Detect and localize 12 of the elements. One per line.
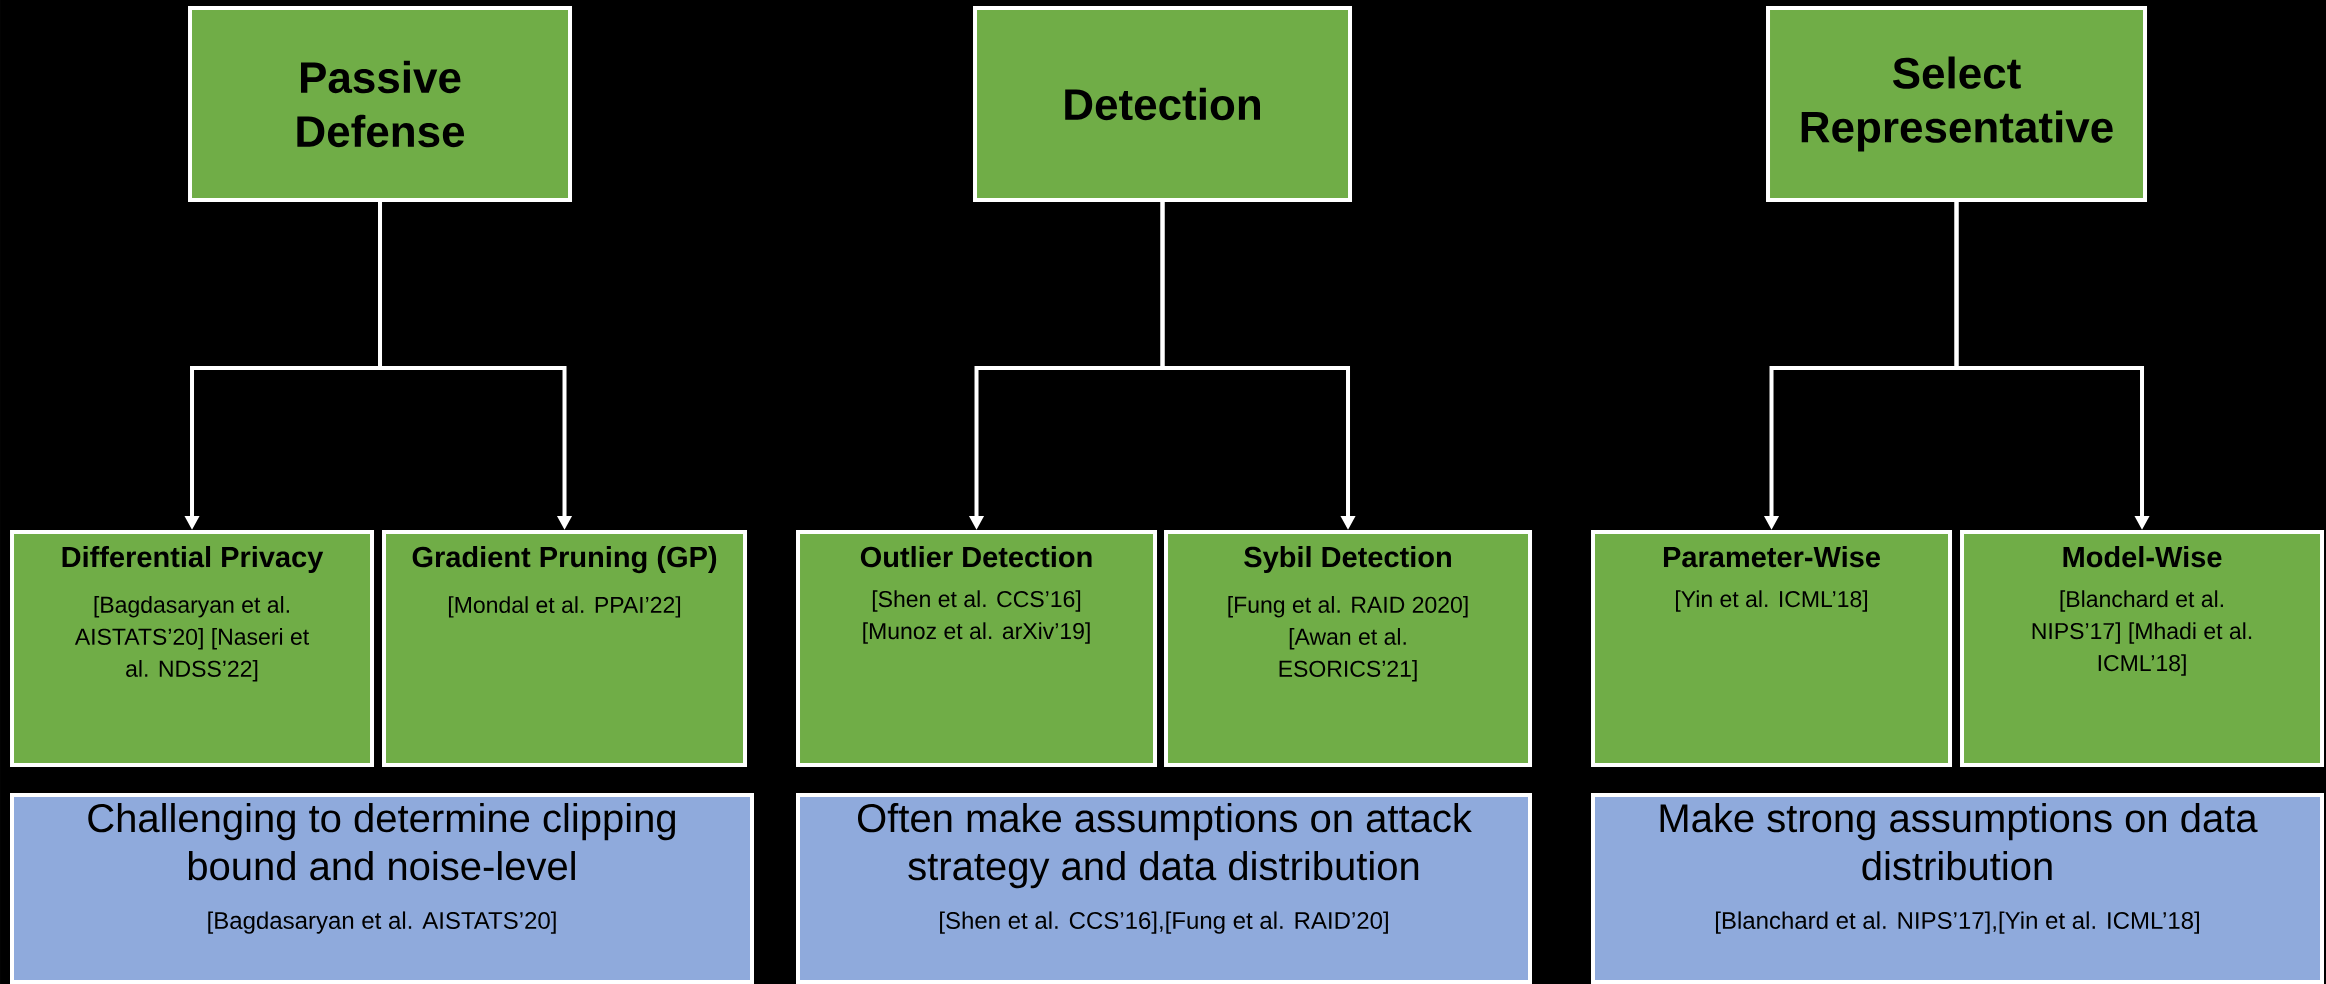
limitation-box: Often make assumptions on attack strategy and data distribution [Shen et al. CCS’16],[Fung et al. RAID’20] (796, 793, 1532, 984)
category-box: Detection (973, 6, 1352, 202)
method-box: Model-Wise [Blanchard et al. NIPS’17] [Mhadi et al. ICML’18] (1960, 530, 2324, 767)
method-box: Sybil Detection [Fung et al. RAID 2020] [Awan et al. ESORICS’21] (1164, 530, 1532, 767)
method-box: Gradient Pruning (GP) [Mondal et al. PPAI’22] (382, 530, 747, 767)
method-box: Differential Privacy [Bagdasaryan et al. AISTATS’20] [Naseri et al. NDSS’22] (10, 530, 374, 767)
category-box: Passive Defense (188, 6, 572, 202)
category-box: Select Representative (1766, 6, 2147, 202)
limitation-box: Make strong assumptions on data distribution [Blanchard et al. NIPS’17],[Yin et al. ICML’18] (1591, 793, 2324, 984)
method-box: Outlier Detection [Shen et al. CCS’16] [Munoz et al. arXiv’19] (796, 530, 1157, 767)
limitation-box: Challenging to determine clipping bound and noise-level [Bagdasaryan et al. AISTATS’20] (10, 793, 754, 984)
method-box: Parameter-Wise [Yin et al. ICML’18] (1591, 530, 1952, 767)
